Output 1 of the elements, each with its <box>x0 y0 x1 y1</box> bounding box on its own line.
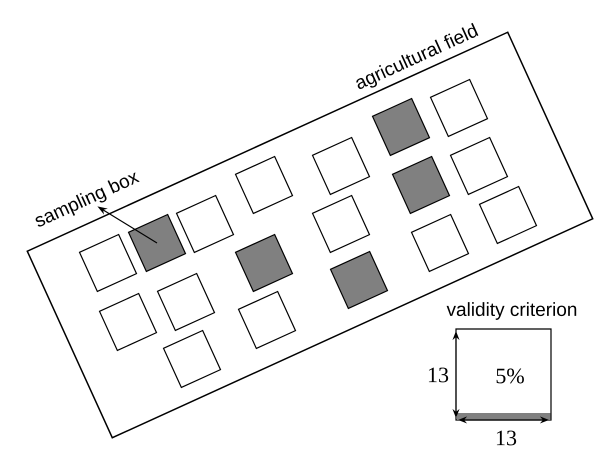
node-label: validity criterion <box>446 302 576 320</box>
